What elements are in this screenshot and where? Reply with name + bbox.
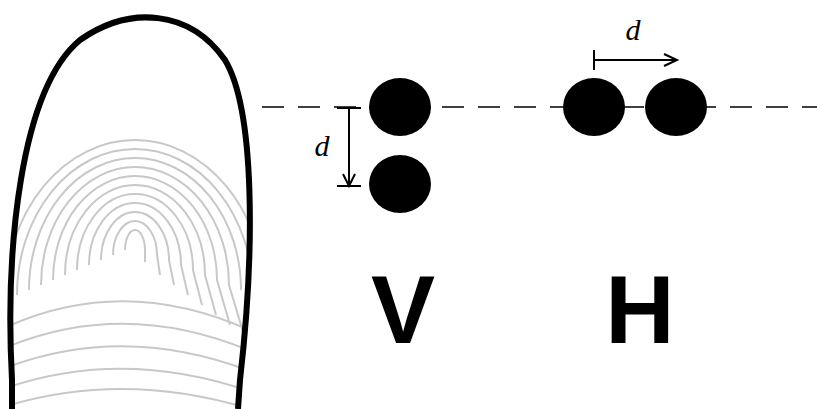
dot [563, 78, 625, 136]
dot [369, 78, 431, 136]
fingerprint-ridges [0, 140, 265, 409]
vertical-dimension [337, 108, 361, 186]
arrowhead [664, 54, 677, 66]
dimension-label: d [315, 131, 330, 161]
dot [369, 155, 431, 213]
orientation-label: V [371, 262, 435, 358]
arrowhead [343, 174, 355, 186]
dashed-guide-line [262, 106, 817, 108]
dimension-label: d [626, 15, 641, 45]
orientation-label: H [605, 262, 674, 358]
dot [645, 78, 707, 136]
fingertip-outline [10, 17, 249, 409]
horizontal-dimension [594, 50, 676, 70]
